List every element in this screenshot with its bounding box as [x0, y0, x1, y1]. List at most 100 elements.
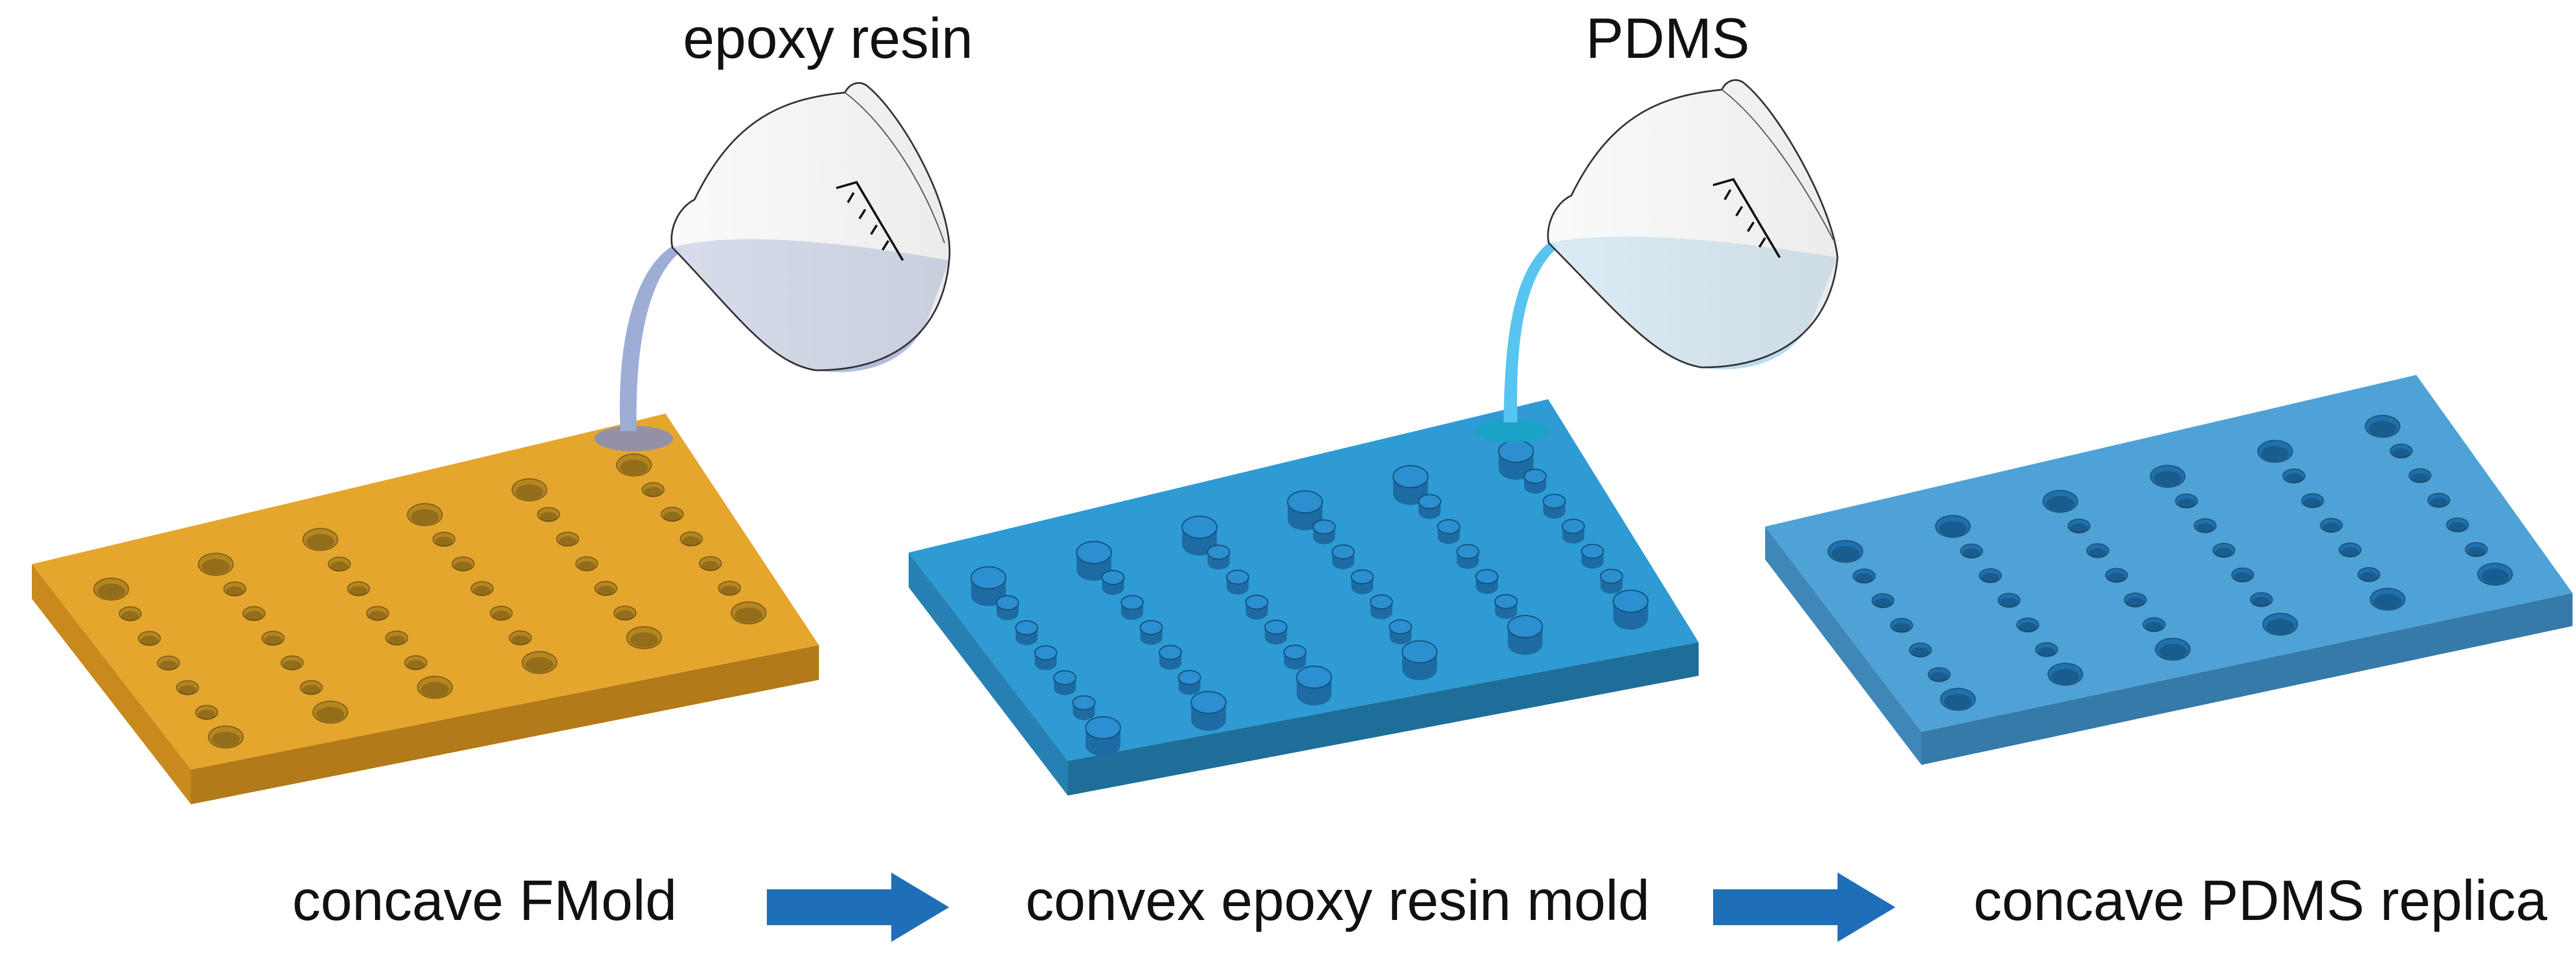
fmold-plate-front	[32, 564, 191, 804]
well-opening	[2149, 465, 2186, 488]
post-top	[1350, 569, 1374, 585]
well-floor	[2233, 572, 2252, 583]
well	[407, 503, 443, 527]
well-opening	[404, 655, 428, 671]
well-opening	[280, 655, 304, 671]
well	[280, 655, 304, 671]
well-floor	[2266, 619, 2294, 635]
well-opening	[2105, 568, 2129, 583]
well-opening	[2257, 440, 2294, 463]
well-opening	[2042, 489, 2078, 513]
post	[1312, 519, 1336, 544]
post	[1076, 540, 1112, 581]
well-opening	[208, 725, 244, 749]
well-floor	[226, 586, 244, 597]
well-floor	[2038, 647, 2056, 657]
well-opening	[718, 580, 741, 596]
well-floor	[2261, 446, 2290, 462]
well-opening	[195, 705, 219, 720]
well	[613, 605, 637, 621]
well	[93, 577, 130, 601]
well	[509, 630, 532, 646]
well-opening	[302, 528, 339, 551]
post-top	[1392, 465, 1429, 488]
fmold-channels	[93, 453, 767, 749]
well-opening	[407, 503, 443, 527]
well-opening	[699, 556, 722, 571]
post-top	[1561, 518, 1585, 534]
well-floor	[558, 536, 576, 547]
well	[730, 601, 767, 625]
arrow-right-icon	[1713, 873, 1895, 942]
well-opening	[2338, 542, 2362, 558]
well	[2142, 617, 2166, 632]
well-opening	[2477, 562, 2513, 586]
well-floor	[1912, 647, 1930, 657]
post	[1053, 670, 1076, 695]
well	[242, 606, 266, 621]
post-top	[1072, 695, 1096, 711]
label-concave-fmold: concave FMold	[292, 868, 677, 932]
well-floor	[2252, 597, 2270, 607]
well-opening	[2142, 617, 2166, 632]
well	[2282, 468, 2306, 484]
well-opening	[2123, 592, 2147, 608]
well-opening	[660, 506, 684, 522]
well-floor	[2154, 470, 2182, 487]
well	[2149, 465, 2186, 488]
post-top	[1331, 544, 1355, 560]
well-opening	[119, 606, 142, 621]
well	[2301, 493, 2324, 509]
well	[1935, 514, 1971, 538]
pdms-plate-side	[1921, 593, 2573, 765]
well-floor	[1939, 521, 1967, 537]
well-opening	[2369, 587, 2406, 611]
well-floor	[1930, 672, 1948, 682]
well-floor	[620, 459, 648, 475]
well	[2262, 612, 2298, 636]
well-floor	[2449, 522, 2467, 532]
post-top	[1015, 620, 1038, 635]
post	[1101, 570, 1125, 595]
well	[2174, 493, 2198, 509]
well-opening	[2390, 443, 2413, 459]
well-floor	[2392, 448, 2410, 458]
well-floor	[539, 511, 557, 522]
post	[1181, 516, 1218, 556]
post	[1159, 645, 1182, 670]
well	[2067, 518, 2091, 534]
well	[521, 651, 558, 674]
beaker-icon	[670, 82, 951, 373]
post-top	[1581, 543, 1604, 559]
well-opening	[1871, 593, 1895, 609]
well-floor	[2177, 498, 2196, 509]
post-top	[1101, 570, 1125, 586]
well-opening	[616, 453, 652, 477]
well	[626, 626, 662, 650]
well-floor	[2373, 594, 2402, 609]
well-opening	[511, 478, 547, 502]
well-floor	[197, 709, 216, 720]
well-floor	[411, 509, 439, 525]
post	[1085, 716, 1121, 756]
post	[1600, 568, 1623, 594]
well-opening	[626, 626, 662, 650]
pdms-plate	[1765, 375, 2573, 765]
post	[1207, 544, 1230, 570]
well	[2364, 414, 2401, 438]
well-opening	[2067, 518, 2091, 534]
post-top	[1388, 619, 1412, 635]
post	[1264, 619, 1288, 645]
well-floor	[2196, 523, 2214, 533]
post	[1245, 594, 1269, 620]
post	[1401, 640, 1438, 680]
post	[1120, 595, 1144, 620]
post-top	[1312, 519, 1336, 535]
post-top	[1264, 619, 1288, 635]
well-floor	[1981, 573, 2000, 583]
well-opening	[613, 605, 637, 621]
well	[347, 581, 370, 597]
well	[366, 606, 389, 621]
well-floor	[212, 731, 240, 747]
